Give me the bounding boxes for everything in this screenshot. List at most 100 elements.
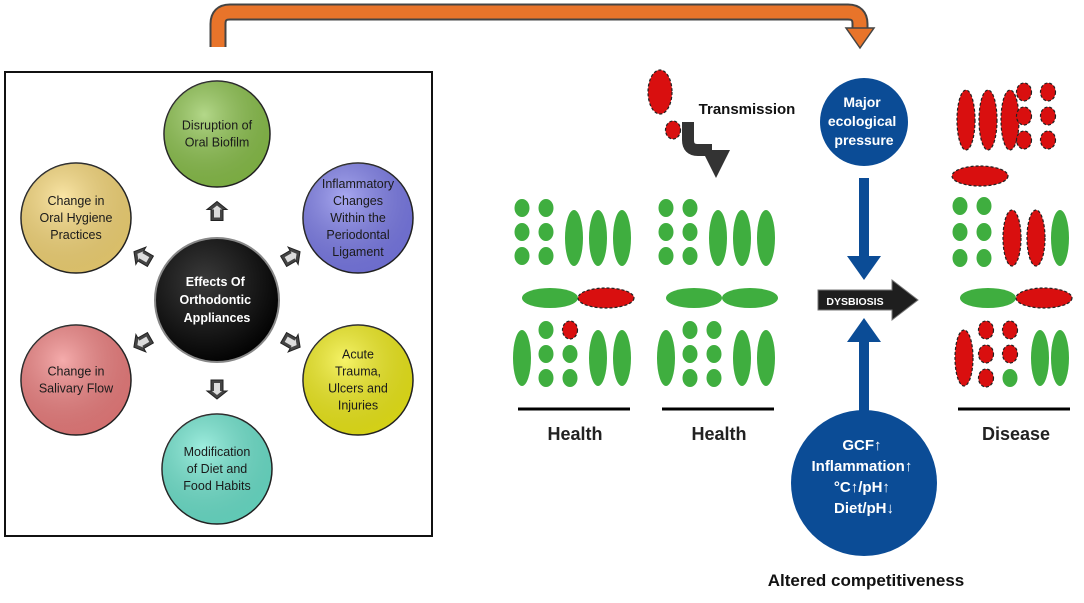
effect-change-in-oral-hygiene-line-1: Change in xyxy=(48,194,105,208)
red-cocci-cell xyxy=(977,344,995,364)
dysbiosis-label: DYSBIOSIS xyxy=(826,296,883,308)
effect-disruption-of-oral-biofilm-line-2: Oral Biofilm xyxy=(185,136,250,150)
green-rod-cell xyxy=(613,210,631,266)
bacteria-cells xyxy=(513,69,1073,388)
factor-diet-ph: Diet/pH↓ xyxy=(834,500,894,517)
green-cocci-cell xyxy=(976,223,992,241)
disease-label: Disease xyxy=(982,424,1050,444)
red-cocci-cell xyxy=(1039,82,1057,102)
green-rod-cell xyxy=(589,330,607,386)
pressure-line-3: pressure xyxy=(834,132,893,148)
dysbiosis-diagram: Health Health Disease Transmission Major… xyxy=(513,69,1073,590)
red-cocci-cell xyxy=(1015,82,1033,102)
red-cocci-cell xyxy=(1001,344,1019,364)
effect-modification-of-diet-line-3: Food Habits xyxy=(183,479,250,493)
green-flat-cell xyxy=(960,288,1016,308)
green-cocci-cell xyxy=(658,247,674,265)
health-1-label: Health xyxy=(547,424,602,444)
effect-inflammatory-changes-line-4: Periodontal xyxy=(326,228,389,242)
green-rod-cell xyxy=(657,330,675,386)
green-rod-cell xyxy=(733,210,751,266)
red-flat-cell xyxy=(577,287,635,309)
green-cocci-cell xyxy=(538,247,554,265)
altered-competitiveness-label: Altered competitiveness xyxy=(768,571,965,590)
green-cocci-cell xyxy=(682,223,698,241)
green-cocci-cell xyxy=(538,223,554,241)
spoke-arrow-3 xyxy=(279,331,301,353)
red-rod-cell xyxy=(978,89,998,151)
green-cocci-cell xyxy=(952,223,968,241)
green-cocci-cell xyxy=(514,223,530,241)
red-rod-cell xyxy=(1026,209,1046,267)
effect-disruption-of-oral-biofilm-line-1: Disruption of xyxy=(182,119,253,133)
svg-text:Major ecological: Major ecological pressure xyxy=(828,94,900,148)
major-pressure-circle: Major ecological pressure xyxy=(820,78,908,280)
green-cocci-cell xyxy=(952,197,968,215)
green-flat-cell xyxy=(666,288,722,308)
red-cocci-cell xyxy=(1039,130,1057,150)
green-cocci-cell xyxy=(538,369,554,387)
pressure-line-2: ecological xyxy=(828,113,896,129)
spoke-arrows xyxy=(133,200,301,400)
center-line-3: Appliances xyxy=(184,311,251,325)
red-cocci-cell xyxy=(977,320,995,340)
effect-inflammatory-changes-line-2: Changes xyxy=(333,194,383,208)
green-cocci-cell xyxy=(682,345,698,363)
green-rod-cell xyxy=(757,330,775,386)
health-2-label: Health xyxy=(691,424,746,444)
svg-text:GCF↑ Inflammation↑: GCF↑ Inflammation↑ °C↑/pH↑ Diet/pH↓ xyxy=(811,437,916,517)
transmission-label: Transmission xyxy=(699,101,796,118)
effect-acute-trauma-line-4: Injuries xyxy=(338,399,378,413)
red-cocci-cell xyxy=(561,320,579,340)
effect-modification-of-diet-line-2: of Diet and xyxy=(187,462,248,476)
green-rod-cell xyxy=(709,210,727,266)
effect-inflammatory-changes-line-1: Inflammatory xyxy=(322,177,395,191)
green-flat-cell xyxy=(722,288,778,308)
green-rod-cell xyxy=(1051,210,1069,266)
center-circle: Effects Of Orthodontic Appliances xyxy=(154,237,280,363)
effect-acute-trauma-line-3: Ulcers and xyxy=(328,382,388,396)
spoke-arrow-1 xyxy=(205,200,229,221)
green-cocci-cell xyxy=(1002,369,1018,387)
orange-connector-arrow xyxy=(209,3,876,50)
green-cocci-cell xyxy=(706,369,722,387)
effect-inflammatory-changes-line-5: Ligament xyxy=(332,245,384,259)
green-cocci-cell xyxy=(682,369,698,387)
effect-change-in-salivary-flow-line-2: Salivary Flow xyxy=(39,382,114,396)
red-flat-cell xyxy=(1015,287,1073,309)
green-rod-cell xyxy=(513,330,531,386)
green-cocci-cell xyxy=(976,249,992,267)
effect-change-in-salivary-flow-line-1: Change in xyxy=(48,365,105,379)
green-cocci-cell xyxy=(682,199,698,217)
red-cocci-cell xyxy=(664,120,682,140)
green-cocci-cell xyxy=(538,321,554,339)
green-cocci-cell xyxy=(658,223,674,241)
green-rod-cell xyxy=(565,210,583,266)
effect-disruption-of-oral-biofilm: Disruption of Oral Biofilm xyxy=(163,80,271,188)
effect-change-in-salivary-flow: Change in Salivary Flow xyxy=(20,324,132,436)
green-cocci-cell xyxy=(514,247,530,265)
green-cocci-cell xyxy=(706,345,722,363)
red-rod-cell xyxy=(1002,209,1022,267)
green-cocci-cell xyxy=(706,321,722,339)
red-flat-cell xyxy=(647,69,673,115)
green-cocci-cell xyxy=(976,197,992,215)
green-cocci-cell xyxy=(682,247,698,265)
red-rod-cell xyxy=(954,329,974,387)
red-rod-cell xyxy=(956,89,976,151)
green-cocci-cell xyxy=(538,345,554,363)
spoke-arrow-4 xyxy=(205,379,229,400)
pressure-line-1: Major xyxy=(843,94,881,110)
effect-inflammatory-changes-line-3: Within the xyxy=(330,211,386,225)
red-cocci-cell xyxy=(977,368,995,388)
